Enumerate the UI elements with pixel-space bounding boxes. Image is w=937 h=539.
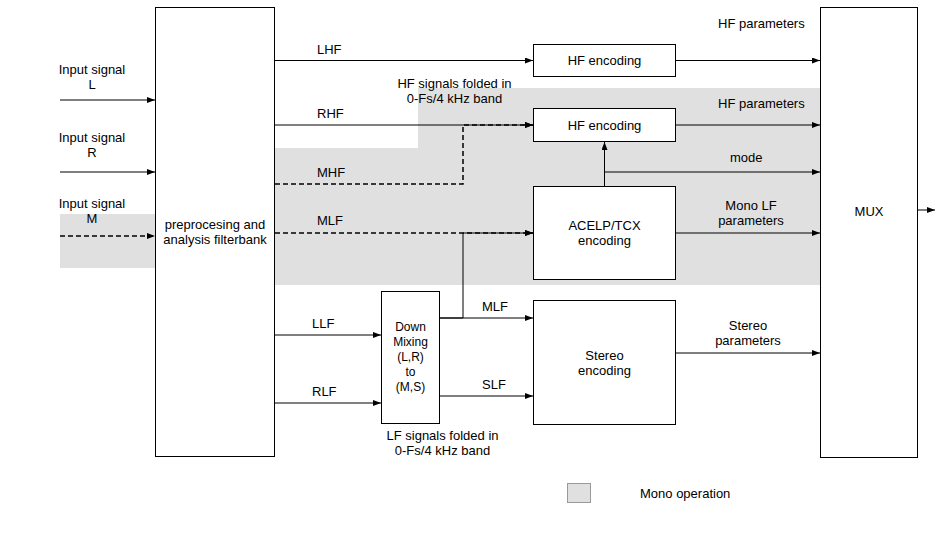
signal-connector	[275, 125, 533, 184]
output-arrow	[918, 210, 935, 211]
signal-connector	[676, 60, 820, 61]
signal-connector	[676, 233, 820, 234]
signal-label: MLF	[482, 299, 508, 314]
signal-connector	[676, 353, 820, 354]
process-box: ACELP/TCX encoding	[533, 186, 676, 280]
mux-box: MUX	[820, 7, 918, 458]
signal-connector	[440, 233, 533, 318]
signal-label: Stereo parameters	[700, 318, 796, 348]
signal-label: LHF	[317, 42, 342, 57]
input-arrow	[60, 172, 155, 173]
process-box: HF encoding	[533, 44, 676, 77]
signal-label: RLF	[312, 384, 337, 399]
signal-connector	[275, 60, 533, 61]
input-arrow	[60, 100, 155, 101]
input-arrow	[60, 235, 155, 237]
signal-label: LLF	[312, 316, 334, 331]
annotation-label: Input signal M	[56, 196, 128, 226]
signal-label: MHF	[317, 165, 345, 180]
filterbank-box: preprocesing and analysis filterbank	[155, 7, 275, 457]
box-label: HF encoding	[568, 53, 642, 68]
signal-connector	[440, 396, 533, 397]
signal-label: HF parameters	[718, 16, 805, 31]
signal-connector	[275, 125, 533, 126]
signal-label: RHF	[317, 106, 344, 121]
signal-label: HF parameters	[718, 96, 805, 111]
signal-label: MLF	[317, 213, 343, 228]
signal-label: mode	[730, 150, 763, 165]
box-label: Stereo encoding	[564, 348, 645, 378]
signal-label: Mono LF parameters	[696, 198, 806, 228]
box-label: MUX	[855, 204, 884, 219]
mono-region	[275, 88, 820, 285]
legend-swatch	[567, 483, 591, 503]
process-box: Stereo encoding	[533, 300, 676, 425]
downmix-box: Down Mixing (L,R) to (M,S)	[381, 291, 440, 424]
annotation-label: Input signal R	[56, 130, 128, 160]
signal-connector	[605, 172, 821, 186]
box-label: HF encoding	[568, 118, 642, 133]
annotation-label: LF signals folded in 0-Fs/4 kHz band	[380, 428, 505, 458]
annotation-label: Input signal L	[56, 62, 128, 92]
signal-connector	[275, 335, 381, 336]
process-box: HF encoding	[533, 108, 676, 142]
signal-connector	[275, 403, 381, 404]
mono-region	[60, 214, 155, 268]
box-label: ACELP/TCX encoding	[564, 218, 645, 248]
box-label: preprocesing and analysis filterbank	[162, 217, 268, 247]
legend-text: Mono operation	[640, 486, 730, 501]
annotation-label: HF signals folded in 0-Fs/4 kHz band	[392, 76, 517, 106]
box-label: Down Mixing (L,R) to (M,S)	[392, 320, 429, 395]
signal-connector	[676, 125, 820, 126]
signal-label: SLF	[482, 377, 506, 392]
